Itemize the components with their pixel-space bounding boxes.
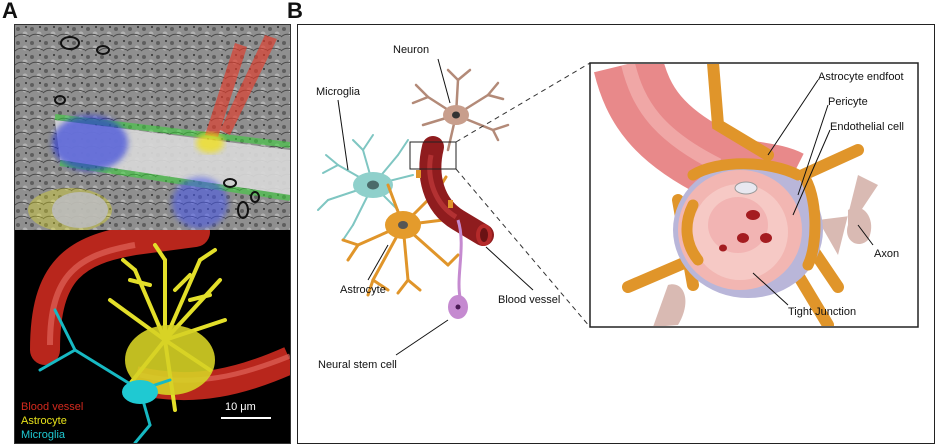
label-blood-vessel: Blood vessel — [498, 294, 560, 306]
blood-vessel-shape — [416, 136, 494, 246]
legend-microglia: Microglia — [21, 429, 65, 441]
panel-a: Blood vessel Astrocyte Microglia 10 μm — [14, 24, 291, 444]
label-microglia: Microglia — [316, 86, 361, 98]
microglia-cell — [317, 134, 414, 241]
label-endothelial-cell: Endothelial cell — [830, 121, 904, 133]
legend-label: Astrocyte — [21, 415, 67, 427]
panel-b-letter: B — [287, 0, 303, 23]
scale-bar — [221, 417, 271, 419]
neuron-cell — [411, 68, 510, 152]
legend-label: Blood vessel — [21, 401, 84, 413]
label-astrocyte: Astrocyte — [340, 284, 386, 296]
label-astrocyte-endfoot: Astrocyte endfoot — [818, 71, 904, 83]
legend-label: Microglia — [21, 429, 66, 441]
astrocyte-cell — [341, 175, 460, 297]
zoom-box — [409, 141, 457, 170]
label-neural-stem-cell: Neural stem cell — [318, 359, 397, 371]
label-pericyte: Pericyte — [828, 96, 868, 108]
label-tight-junction: Tight Junction — [788, 306, 856, 318]
label-neuron: Neuron — [393, 44, 429, 56]
legend-blood-vessel: Blood vessel — [21, 401, 83, 413]
label-axon: Axon — [874, 248, 899, 260]
zoom-line-bottom — [455, 168, 591, 328]
neural-stem-cell-shape — [448, 219, 468, 319]
legend-astrocyte: Astrocyte — [21, 415, 67, 427]
panel-a-letter: A — [2, 0, 18, 23]
neurovascular-diagram: Neuron Microglia Astrocyte Blood vessel … — [316, 44, 919, 371]
panel-b: Neuron Microglia Astrocyte Blood vessel … — [297, 24, 935, 444]
zoom-line-top — [455, 62, 591, 143]
em-micrograph — [15, 25, 290, 230]
scale-bar-label: 10 μm — [225, 401, 256, 413]
reconstruction-3d — [15, 230, 290, 443]
zoom-inset — [589, 62, 919, 328]
